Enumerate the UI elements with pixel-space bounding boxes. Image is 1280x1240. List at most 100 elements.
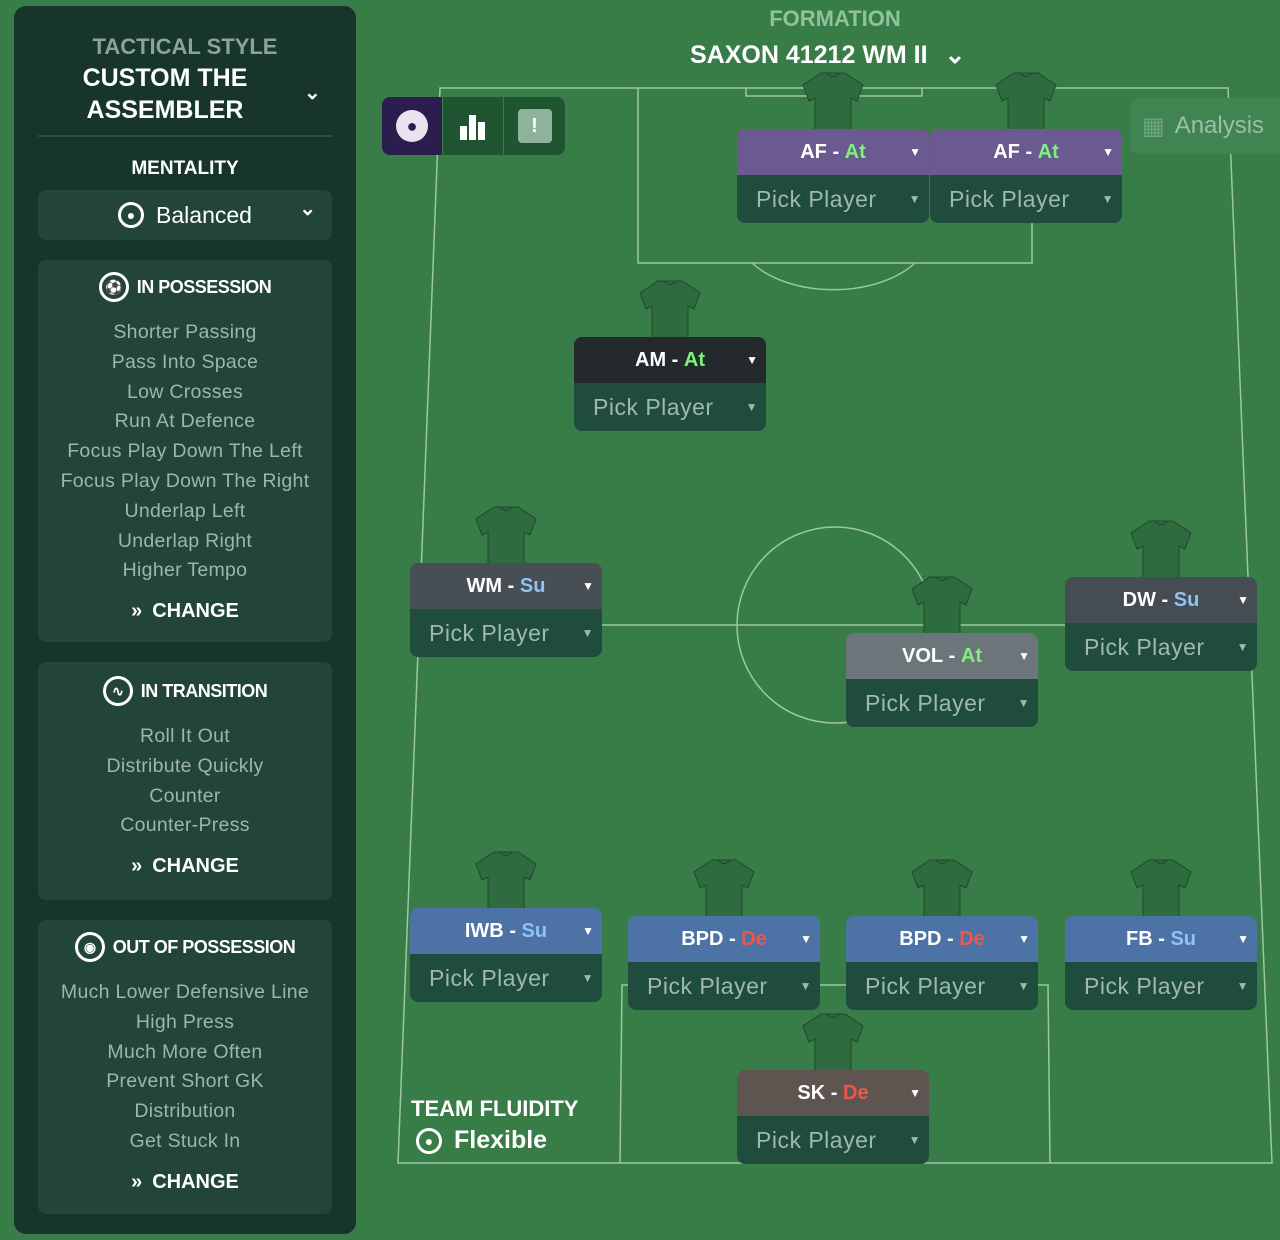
instruction: Counter-Press — [120, 814, 250, 837]
pick-player-select[interactable]: Pick Player ▼ — [930, 175, 1122, 223]
section-title: IN POSSESSION — [136, 276, 272, 297]
change-button[interactable]: »CHANGE — [38, 1171, 332, 1194]
role-select[interactable]: DW - Su▼ — [1065, 577, 1257, 623]
change-label: CHANGE — [152, 600, 239, 623]
pick-player-select[interactable]: Pick Player ▼ — [410, 954, 602, 1002]
instruction: Get Stuck In — [129, 1129, 241, 1152]
player-name: Pick Player — [756, 185, 877, 212]
player-name: Pick Player — [593, 393, 714, 420]
analysis-button[interactable]: ▦Analysis — [1130, 98, 1280, 154]
role-select[interactable]: AM - At▼ — [574, 337, 766, 383]
dropdown-arrow-icon: ▼ — [799, 979, 812, 993]
position-card: VOL - At▼ Pick Player ▼ — [846, 576, 1038, 727]
player-name: Pick Player — [1084, 633, 1205, 660]
chevron-down-icon[interactable]: ⌄ — [304, 82, 321, 104]
dropdown-arrow-icon: ▼ — [800, 932, 812, 946]
player-name: Pick Player — [949, 185, 1070, 212]
pick-player-select[interactable]: Pick Player▼ — [1065, 962, 1257, 1010]
change-button[interactable]: » CHANGE — [38, 600, 332, 623]
chevron-down-icon: ⌄ — [299, 198, 316, 220]
instruction: Pass Into Space — [111, 350, 259, 373]
pick-player-select[interactable]: Pick Player▼ — [1065, 623, 1257, 671]
player-name: Pick Player — [756, 1126, 877, 1153]
pick-player-select[interactable]: Pick Player▼ — [574, 383, 766, 431]
instruction: Low Crosses — [126, 380, 243, 403]
role-select[interactable]: AF - At▼ — [930, 129, 1122, 175]
role-name: BPD — [681, 927, 724, 950]
shirt-icon — [802, 1013, 864, 1073]
in-possession-section: ⚽IN POSSESSION Shorter Passing Pass Into… — [38, 260, 332, 642]
duty: De — [741, 927, 767, 950]
grid-icon: ▦ — [1142, 112, 1165, 140]
mentality-select[interactable]: ● Balanced ⌄ — [38, 190, 332, 240]
role-name: WM — [466, 574, 503, 597]
pick-player-select[interactable]: Pick Player ▼ — [846, 679, 1038, 727]
dropdown-arrow-icon: ▼ — [1236, 979, 1249, 993]
role-name: VOL — [901, 644, 944, 667]
double-chevron-icon: » — [131, 600, 143, 623]
position-card: BPD - De▼ Pick Player▼ — [628, 859, 820, 1010]
duty: At — [683, 348, 705, 371]
role-select[interactable]: SK - De▼ — [737, 1070, 929, 1116]
role-name: FB — [1125, 927, 1153, 950]
role-select[interactable]: AF - At▼ — [737, 129, 929, 175]
pick-player-select[interactable]: Pick Player▼ — [410, 609, 602, 657]
chevron-down-icon: ⌄ — [944, 41, 966, 69]
instruction: Focus Play Down The Right — [60, 469, 310, 492]
role-select[interactable]: BPD - De▼ — [628, 916, 820, 962]
role-select[interactable]: FB - Su▼ — [1065, 916, 1257, 962]
position-card: FB - Su▼ Pick Player▼ — [1065, 859, 1257, 1010]
out-of-possession-section: ◉OUT OF POSSESSION Much Lower Defensive … — [38, 920, 332, 1214]
fluidity-text: Flexible — [454, 1126, 548, 1154]
duty: Su — [1173, 588, 1200, 611]
pick-player-select[interactable]: Pick Player ▼ — [846, 962, 1038, 1010]
player-name: Pick Player — [647, 972, 768, 999]
player-name: Pick Player — [429, 619, 550, 646]
duty: At — [1037, 140, 1059, 163]
instructions-view-button[interactable]: ! — [504, 97, 565, 155]
role-select[interactable]: WM - Su▼ — [410, 563, 602, 609]
instruction: Much More Often — [107, 1040, 263, 1063]
pick-player-select[interactable]: Pick Player ▼ — [737, 1116, 929, 1164]
dropdown-arrow-icon: ▼ — [581, 971, 594, 985]
tactical-style-label: TACTICAL STYLE — [92, 34, 278, 59]
role-name: AF — [800, 140, 827, 163]
double-chevron-icon: » — [131, 1170, 143, 1193]
pick-player-select[interactable]: Pick Player▼ — [737, 175, 929, 223]
duty: Su — [521, 919, 548, 942]
position-card: BPD - De▼ Pick Player ▼ — [846, 859, 1038, 1010]
person-icon: ● — [396, 110, 428, 142]
player-name: Pick Player — [865, 689, 986, 716]
tactics-sidebar: TACTICAL STYLE CUSTOM THE ASSEMBLER ⌄ ME… — [14, 6, 356, 1234]
duty: At — [844, 140, 866, 163]
formation-select[interactable]: SAXON 41212 WM II ⌄ — [690, 40, 965, 70]
duty: At — [960, 644, 982, 667]
position-card: AF - At▼ Pick Player▼ — [737, 72, 929, 223]
player-name: Pick Player — [865, 972, 986, 999]
change-button[interactable]: »CHANGE — [38, 855, 332, 878]
player-view-button[interactable]: ● — [382, 97, 443, 155]
transition-icon: ∿ — [102, 676, 133, 706]
role-select[interactable]: IWB - Su▼ — [410, 908, 602, 954]
tactic-name[interactable]: CUSTOM THE ASSEMBLER — [82, 64, 248, 124]
instruction: Focus Play Down The Left — [67, 440, 303, 463]
position-card: SK - De▼ Pick Player ▼ — [737, 1013, 929, 1164]
shirt-icon — [475, 851, 537, 911]
shirt-icon — [693, 859, 755, 919]
dropdown-arrow-icon: ▼ — [582, 924, 594, 938]
shirt-icon — [1130, 859, 1192, 919]
ball-icon: ⚽ — [98, 272, 129, 302]
role-select[interactable]: BPD - De▼ — [846, 916, 1038, 962]
player-name: Pick Player — [429, 964, 550, 991]
dropdown-arrow-icon: ▼ — [1017, 696, 1030, 710]
dropdown-arrow-icon: ▼ — [908, 1133, 921, 1147]
duty: Su — [519, 574, 546, 597]
stats-view-button[interactable] — [443, 97, 504, 155]
dropdown-arrow-icon: ▼ — [1017, 979, 1030, 993]
dropdown-arrow-icon: ▼ — [1101, 192, 1114, 206]
pick-player-select[interactable]: Pick Player ▼ — [628, 962, 820, 1010]
duty: De — [843, 1081, 869, 1104]
role-name: AM — [635, 348, 667, 371]
role-select[interactable]: VOL - At▼ — [846, 633, 1038, 679]
role-name: AF — [993, 140, 1020, 163]
